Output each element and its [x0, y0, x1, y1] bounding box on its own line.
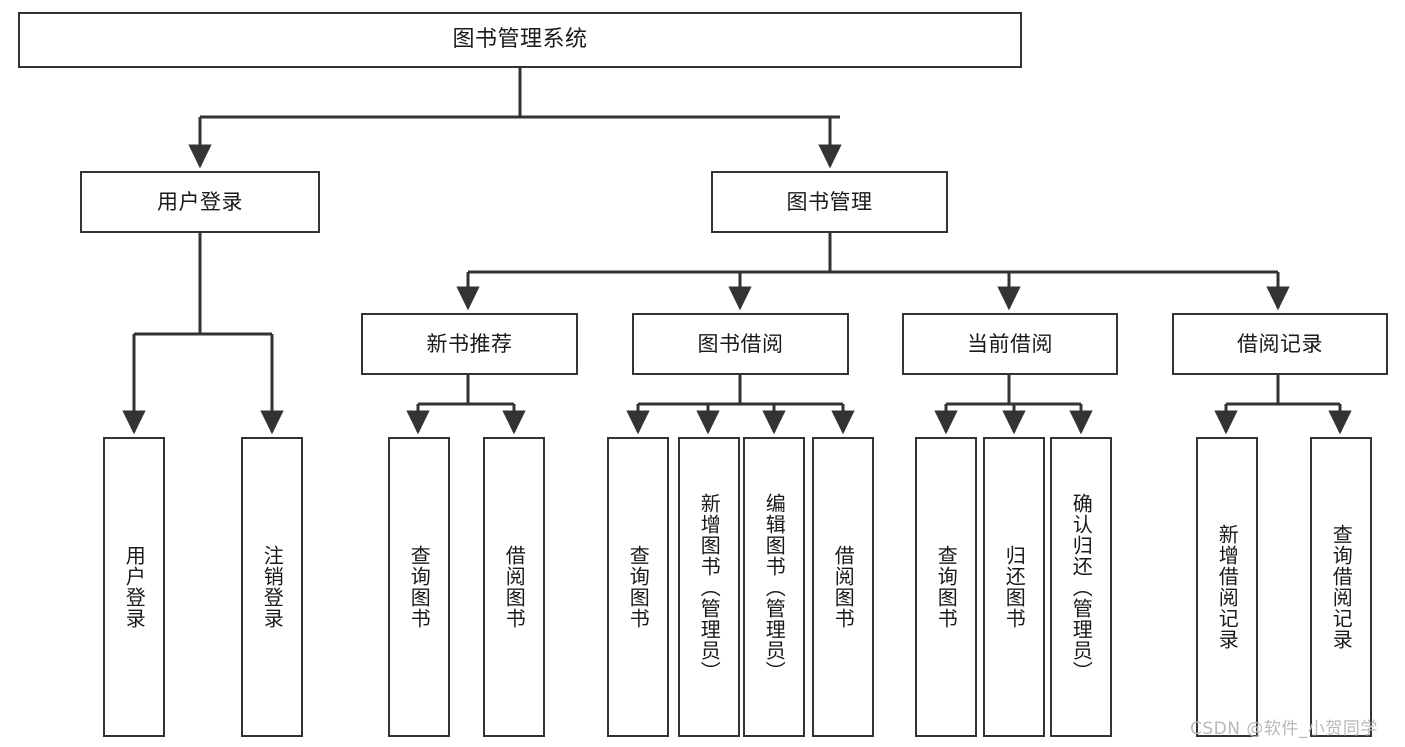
leaf-query-book-borrow[interactable]: 查询图书: [607, 437, 669, 737]
leaf-user-login[interactable]: 用户登录: [103, 437, 165, 737]
csdn-watermark: CSDN @软件_小贺同学: [1190, 719, 1378, 739]
leaf-borrow-book-recommend[interactable]: 借阅图书: [483, 437, 545, 737]
leaf-logout[interactable]: 注销登录: [241, 437, 303, 737]
leaf-query-book-current[interactable]: 查询图书: [915, 437, 977, 737]
node-current-borrow[interactable]: 当前借阅: [902, 313, 1118, 375]
node-root-system[interactable]: 图书管理系统: [18, 12, 1022, 68]
node-book-borrow[interactable]: 图书借阅: [632, 313, 849, 375]
leaf-query-borrow-record[interactable]: 查询借阅记录: [1310, 437, 1372, 737]
node-user-login[interactable]: 用户登录: [80, 171, 320, 233]
leaf-lend-book[interactable]: 借阅图书: [812, 437, 874, 737]
leaf-add-book-admin[interactable]: 新增图书（管理员）: [678, 437, 740, 737]
node-new-book-recommend[interactable]: 新书推荐: [361, 313, 578, 375]
node-book-management[interactable]: 图书管理: [711, 171, 948, 233]
leaf-add-borrow-record[interactable]: 新增借阅记录: [1196, 437, 1258, 737]
leaf-edit-book-admin[interactable]: 编辑图书（管理员）: [743, 437, 805, 737]
leaf-query-book-recommend[interactable]: 查询图书: [388, 437, 450, 737]
leaf-confirm-return-admin[interactable]: 确认归还（管理员）: [1050, 437, 1112, 737]
node-borrow-record[interactable]: 借阅记录: [1172, 313, 1388, 375]
leaf-return-book[interactable]: 归还图书: [983, 437, 1045, 737]
